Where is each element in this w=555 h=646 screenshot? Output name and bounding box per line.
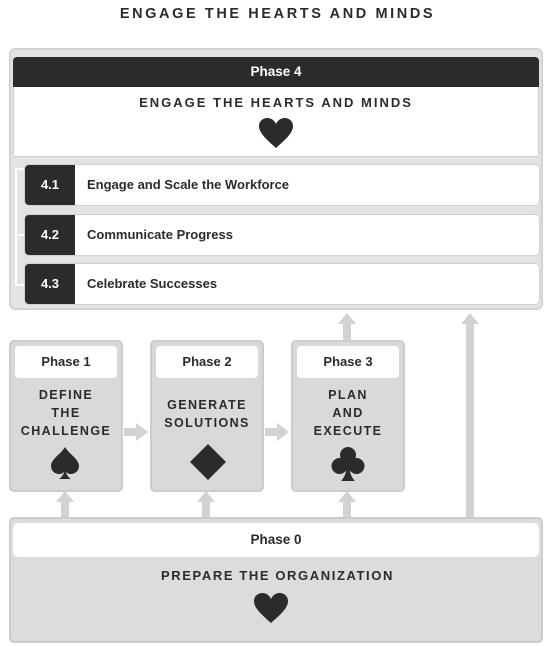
step-number: 4.2	[25, 215, 75, 255]
phase4-header: Phase 4	[13, 57, 539, 87]
step-label: Communicate Progress	[87, 227, 233, 242]
phase1-box: Phase 1 DEFINE THE CHALLENGE	[9, 340, 123, 492]
phase2-box: Phase 2 GENERATE SOLUTIONS	[150, 340, 264, 492]
step-row-4-3: 4.3 Celebrate Successes	[24, 263, 540, 305]
phase3-name: PLAN AND EXECUTE	[313, 388, 383, 438]
heart-icon	[254, 593, 288, 623]
arrow-phase1-to-phase2	[124, 423, 148, 441]
arrow-phase0-to-phase1	[56, 491, 74, 517]
step-label: Engage and Scale the Workforce	[87, 177, 290, 192]
phase3-box: Phase 3 PLAN AND EXECUTE	[291, 340, 405, 492]
club-icon	[331, 447, 365, 481]
heart-icon	[259, 118, 293, 148]
spade-icon	[51, 447, 79, 479]
phase1-header: Phase 1	[15, 346, 117, 378]
arrow-phase0-to-phase4	[461, 313, 479, 517]
step-label: Celebrate Successes	[87, 276, 218, 291]
phase0-title: PREPARE THE ORGANIZATION	[161, 568, 394, 583]
step-row-4-1: 4.1 Engage and Scale the Workforce	[24, 164, 540, 206]
step-number: 4.1	[25, 165, 75, 205]
phase0-header: Phase 0	[13, 523, 539, 557]
arrow-phase0-to-phase2	[197, 491, 215, 517]
steps-bracket-tick	[15, 234, 25, 236]
phase4-body: ENGAGE THE HEARTS AND MINDS	[13, 87, 539, 157]
phase1-name: DEFINE THE CHALLENGE	[20, 388, 112, 438]
step-number: 4.3	[25, 264, 75, 304]
diagram-title: ENGAGE THE HEARTS AND MINDS	[119, 6, 436, 22]
steps-bracket	[15, 168, 25, 286]
diamond-icon	[190, 444, 226, 480]
step-row-4-2: 4.2 Communicate Progress	[24, 214, 540, 256]
phase2-name: GENERATE SOLUTIONS	[164, 398, 250, 430]
arrow-phase3-to-phase4	[338, 313, 356, 340]
phase2-header: Phase 2	[156, 346, 258, 378]
arrow-phase0-to-phase3	[338, 491, 356, 517]
phase3-header: Phase 3	[297, 346, 399, 378]
phase4-title: ENGAGE THE HEARTS AND MINDS	[139, 95, 413, 110]
arrow-phase2-to-phase3	[265, 423, 289, 441]
